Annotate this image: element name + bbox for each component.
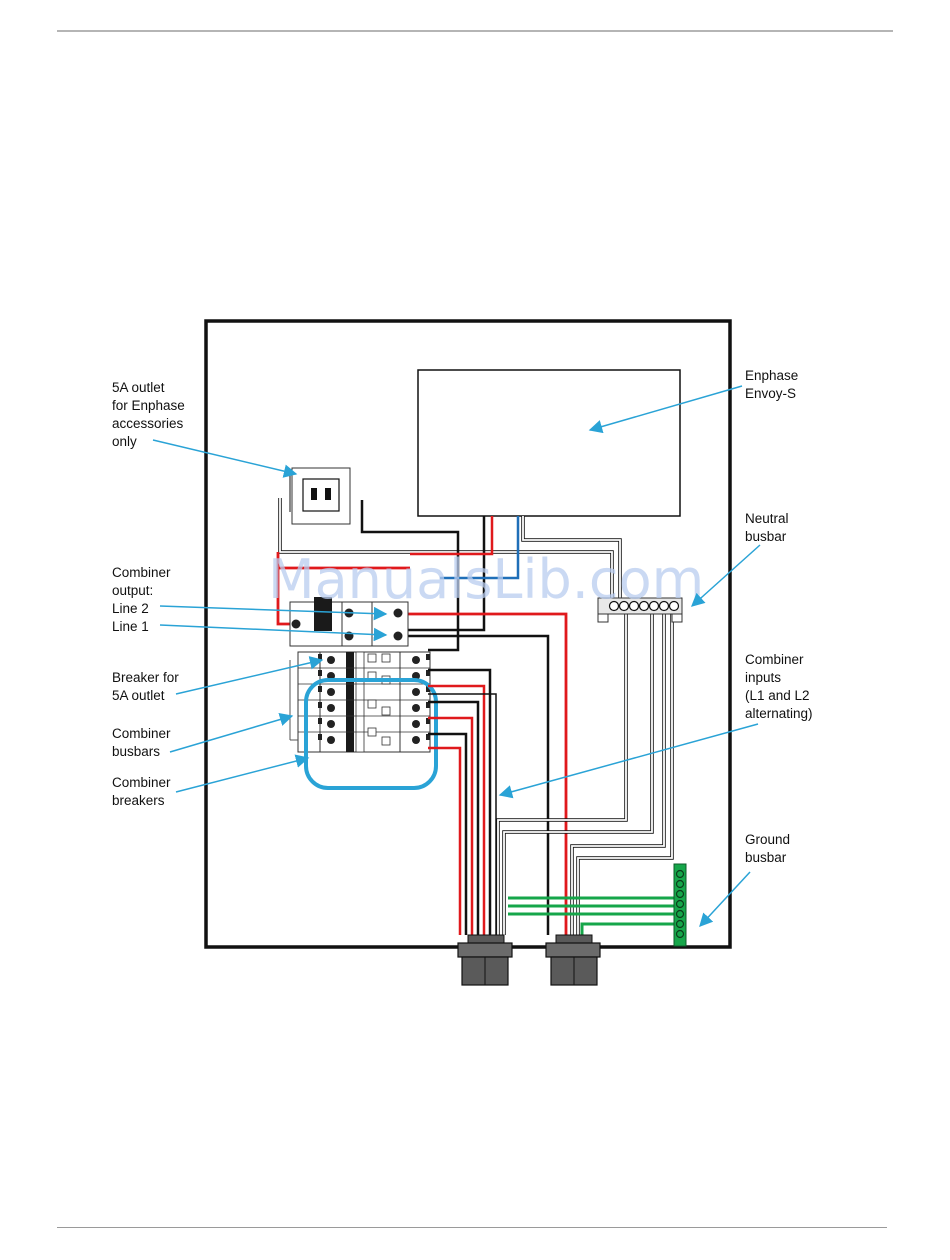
label-combiner-inputs-line: inputs (745, 670, 781, 685)
label-neutral: Neutral busbar (745, 511, 789, 544)
conduit-fitting-left (458, 935, 512, 985)
label-combiner-output: Combiner output: Line 2 Line 1 (112, 565, 171, 634)
label-neutral-line: busbar (745, 529, 787, 544)
label-outlet-line: 5A outlet (112, 380, 165, 395)
neutral-input-wires (498, 612, 672, 935)
arrow-outlet (153, 440, 296, 474)
label-combiner-inputs-line: alternating) (745, 706, 813, 721)
label-envoy-line: Enphase (745, 368, 798, 383)
label-envoy-line: Envoy-S (745, 386, 796, 401)
arrow-combiner-breakers (176, 758, 308, 792)
label-breaker-outlet: Breaker for 5A outlet (112, 670, 179, 703)
label-combiner-breakers: Combiner breakers (112, 775, 171, 808)
label-ground-line: Ground (745, 832, 790, 847)
ground-wires (508, 898, 676, 935)
label-combiner-inputs-line: Combiner (745, 652, 804, 667)
label-outlet-line: only (112, 434, 137, 449)
conduit-fitting-right (546, 935, 600, 985)
arrow-combiner-inputs (500, 724, 758, 795)
label-ground-line: busbar (745, 850, 787, 865)
label-combiner-busbars: Combiner busbars (112, 726, 171, 759)
label-outlet: 5A outlet for Enphase accessories only (112, 380, 185, 449)
envoy-s-box (418, 370, 680, 516)
watermark: ManualsLib.com (268, 548, 704, 611)
label-combiner-busbars-line: Combiner (112, 726, 171, 741)
arrow-combiner-busbars (170, 716, 292, 752)
label-outlet-line: for Enphase (112, 398, 185, 413)
arrow-ground (700, 872, 750, 926)
label-outlet-line: accessories (112, 416, 184, 431)
label-combiner-inputs-line: (L1 and L2 (745, 688, 810, 703)
label-combiner-inputs: Combiner inputs (L1 and L2 alternating) (745, 652, 813, 721)
ground-busbar (674, 864, 686, 946)
combiner-input-wires (428, 670, 496, 935)
label-combiner-busbars-line: busbars (112, 744, 160, 759)
label-combiner-output-line: output: (112, 583, 153, 598)
breaker-block (290, 652, 430, 752)
outlet-5a (292, 468, 350, 524)
label-combiner-output-line: Combiner (112, 565, 171, 580)
label-line1: Line 1 (112, 619, 149, 634)
label-envoy: Enphase Envoy-S (745, 368, 798, 401)
label-breaker-outlet-line: Breaker for (112, 670, 179, 685)
label-combiner-breakers-line: breakers (112, 793, 165, 808)
label-combiner-breakers-line: Combiner (112, 775, 171, 790)
label-ground: Ground busbar (745, 832, 790, 865)
label-breaker-outlet-line: 5A outlet (112, 688, 165, 703)
label-line2: Line 2 (112, 601, 149, 616)
label-neutral-line: Neutral (745, 511, 789, 526)
